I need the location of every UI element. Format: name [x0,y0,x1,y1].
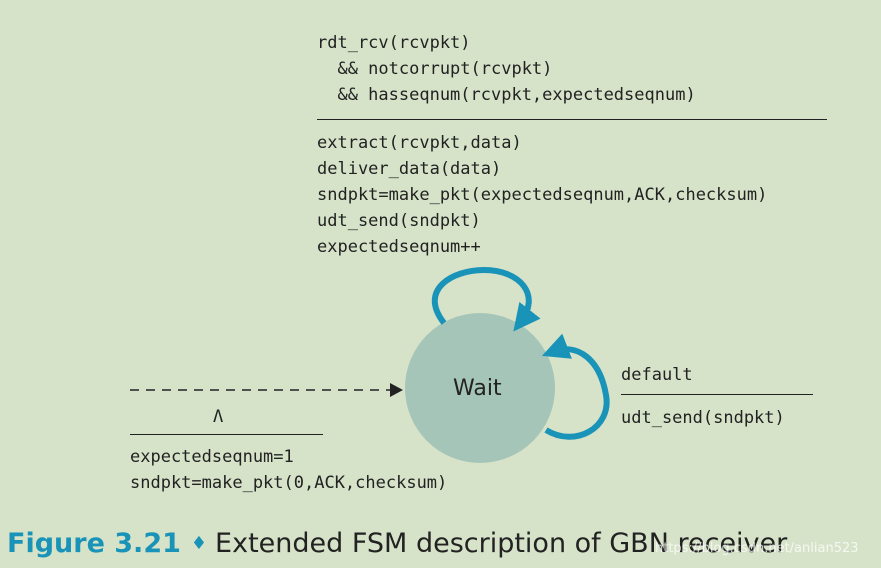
top-event-line-1: rdt_rcv(rcvpkt) [317,33,471,53]
initial-action-line-2: sndpkt=make_pkt(0,ACK,checksum) [130,473,448,493]
top-action-line-5: expectedseqnum++ [317,237,481,257]
top-event-line-2: && notcorrupt(rcvpkt) [317,59,553,79]
top-action-line-3: sndpkt=make_pkt(expectedseqnum,ACK,check… [317,185,768,205]
initial-transition-divider [130,434,323,435]
diamond-separator-icon: ♦ [190,533,208,554]
top-self-loop-arrow [431,266,541,332]
watermark-url: https://blog.csdn.net/anlian523 [655,541,859,556]
figure-number: Figure 3.21 [7,528,181,559]
top-action-line-2: deliver_data(data) [317,159,502,179]
top-action-line-4: udt_send(sndpkt) [317,211,481,231]
right-action-label: udt_send(sndpkt) [621,408,785,428]
top-action-line-1: extract(rcvpkt,data) [317,133,522,153]
top-event-line-3: && hasseqnum(rcvpkt,expectedseqnum) [317,85,696,105]
figure-caption: Figure 3.21 ♦ Extended FSM description of … [7,528,787,559]
initial-event-lambda: Λ [213,407,224,427]
top-transition-divider [317,119,827,120]
right-self-loop-arrow [541,333,610,440]
wait-state-label: Wait [453,376,502,401]
right-event-label: default [621,365,693,385]
initial-action-line-1: expectedseqnum=1 [130,447,294,467]
wait-state-circle [405,313,555,463]
initial-arrowhead [390,383,403,397]
right-transition-divider [621,394,813,395]
caption-text: Extended FSM description of GBN receiver [215,528,788,559]
